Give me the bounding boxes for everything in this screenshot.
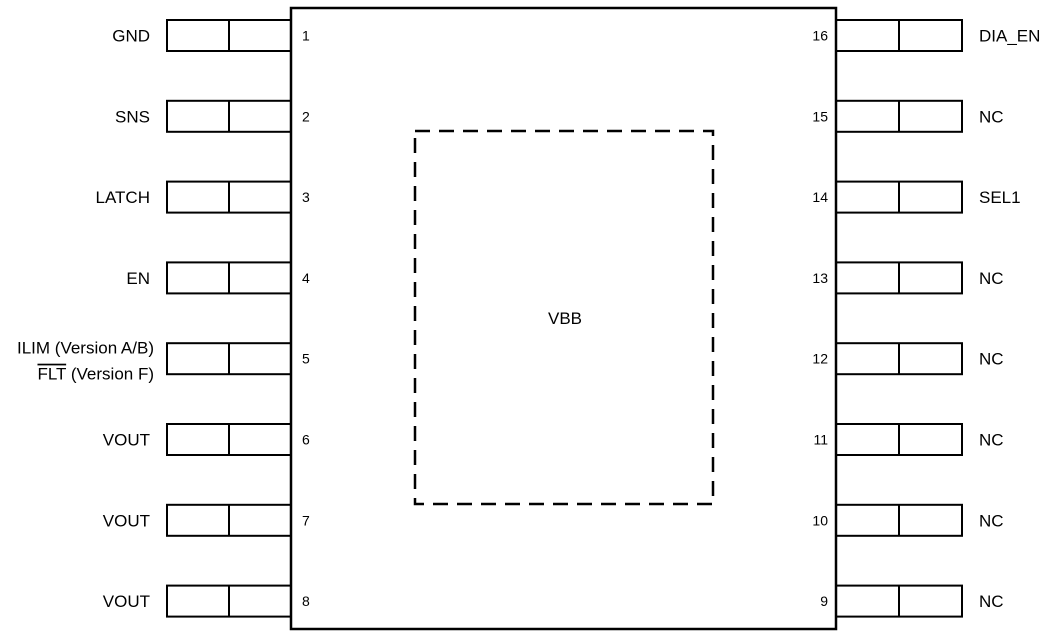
pin-number: 4 (302, 270, 310, 286)
thermal-pad (413, 129, 715, 506)
pin-number: 9 (820, 593, 828, 609)
pin-label: NC (979, 269, 1004, 288)
pin-label: DIA_EN (979, 27, 1040, 46)
pin-16-pad (835, 19, 963, 52)
pin-number: 10 (812, 512, 828, 528)
pin-label: NC (979, 107, 1004, 126)
pin-label: NC (979, 511, 1004, 530)
pin-10-pad (835, 503, 963, 537)
pin-1-pad (166, 19, 292, 52)
pin-number: 7 (302, 512, 310, 528)
signal-suffix: (Version F) (66, 365, 154, 384)
pin-13-pad (835, 261, 963, 295)
pin-number: 8 (302, 593, 310, 609)
pin-number: 16 (812, 28, 828, 44)
pin-label: NC (979, 350, 1004, 369)
pin-number: 14 (812, 189, 828, 205)
thermal-pad-label: VBB (548, 309, 582, 328)
package-body (289, 6, 838, 631)
pin-8-pad (166, 584, 292, 618)
overlined-signal: FLT (37, 365, 66, 384)
pin-label: SNS (115, 107, 150, 126)
pin-label: NC (979, 592, 1004, 611)
pin-label: VOUT (103, 592, 150, 611)
pin-6-pad (166, 423, 292, 456)
pin-number: 13 (812, 270, 828, 286)
pin-4-pad (166, 261, 292, 295)
pin-number: 11 (813, 432, 828, 448)
pin-label: VOUT (103, 431, 150, 450)
pin-label: LATCH (96, 188, 150, 207)
pin-number: 2 (302, 108, 310, 124)
pin-14-pad (835, 180, 963, 214)
pin-label-secondary: FLT (Version F) (37, 365, 154, 384)
pin-number: 5 (302, 351, 310, 367)
pin-number: 6 (302, 432, 310, 448)
pin-number: 1 (302, 28, 310, 44)
pin-11-pad (835, 423, 963, 456)
pin-15-pad (835, 99, 963, 133)
pin-number: 3 (302, 189, 310, 205)
pin-number: 12 (812, 351, 828, 367)
pin-label: VOUT (103, 511, 150, 530)
pin-12-pad (835, 342, 963, 376)
pin-3-pad (166, 180, 292, 214)
pin-label: NC (979, 431, 1004, 450)
pins-layer: 1 GND 2 SNS 3 LATCH 4 EN 5 ILIM (Version A/B) FLT … (17, 19, 1040, 618)
pin-7-pad (166, 503, 292, 537)
pin-5-pad (166, 342, 292, 376)
pin-label: GND (112, 27, 150, 46)
pin-2-pad (166, 99, 292, 133)
pin-label: EN (126, 269, 150, 288)
pin-number: 15 (812, 108, 828, 124)
pin-label: ILIM (Version A/B) (17, 339, 154, 358)
pin-9-pad (835, 584, 963, 618)
pin-label: SEL1 (979, 188, 1021, 207)
